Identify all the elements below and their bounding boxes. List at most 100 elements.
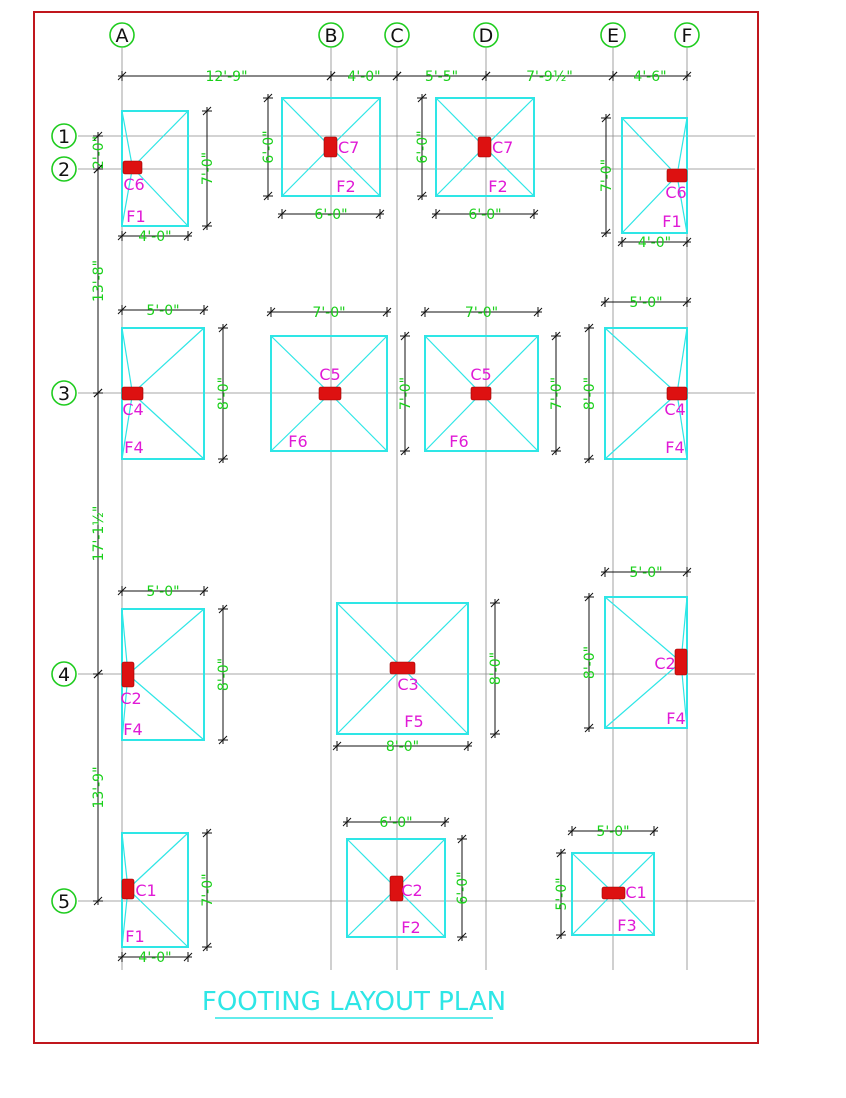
dimension-tick: [218, 454, 228, 464]
dimension-tick: [202, 106, 212, 116]
footing-outline: [121, 110, 189, 227]
column-C1: [121, 878, 135, 900]
dimension-value: 7'-0": [312, 305, 345, 321]
footing-diagonal: [676, 393, 688, 460]
dimension-value: 7'-0": [465, 305, 498, 321]
dimension-tick: [183, 952, 193, 962]
footing-length-dimension: 7'-0": [398, 331, 414, 456]
footing-width-dimension: 4'-0": [117, 950, 193, 966]
dimension-tick: [556, 848, 566, 858]
column-label: C7: [338, 138, 359, 157]
dimension-value: 4'-0": [138, 950, 171, 966]
grid-spacing-23: 13'-8": [91, 164, 107, 398]
column-label: C3: [397, 675, 418, 694]
dimension-tick: [117, 305, 127, 315]
footing-diagonal: [132, 327, 205, 394]
dimension-value: 4'-0": [638, 235, 671, 251]
footing-label: F4: [665, 438, 684, 457]
footing-diagonal: [329, 393, 388, 452]
footing-diagonal: [127, 888, 189, 948]
dimension-tick: [218, 735, 228, 745]
dimension-value: 7'-0": [398, 377, 414, 410]
footing-length-dimension: 7'-0": [200, 106, 216, 231]
footing-width-dimension: 7'-0": [266, 305, 392, 321]
footing-outline: [424, 335, 539, 452]
footing-diagonal: [132, 110, 189, 168]
footing-diagonal: [127, 674, 205, 741]
grid-bubble-A: [109, 22, 135, 48]
grid-bubble-label-5: 5: [58, 891, 70, 913]
footing-diagonal: [480, 393, 539, 452]
column-label: C1: [625, 883, 646, 902]
footing-diagonal: [127, 608, 205, 675]
dimension-tick: [202, 221, 212, 231]
footing-diagonal: [402, 602, 469, 669]
footing-diagonal: [329, 335, 388, 394]
dimension-tick: [93, 669, 103, 679]
dimension-value: 6'-0": [468, 207, 501, 223]
footing-diagonal: [330, 146, 381, 197]
footing-outline: [435, 97, 535, 197]
footing-diagonal: [121, 393, 134, 460]
dimension-value: 4'-0": [347, 69, 380, 85]
dimension-tick: [392, 71, 402, 81]
grid-bubble-5: [51, 888, 77, 914]
plan-title: FOOTING LAYOUT PLAN: [202, 987, 506, 1017]
footing-diagonal: [604, 393, 678, 460]
footing-diagonal: [121, 327, 134, 394]
column-C7: [323, 136, 338, 158]
dimension-tick: [199, 586, 209, 596]
dimension-tick: [400, 331, 410, 341]
column-label: C2: [654, 654, 675, 673]
dimension-tick: [117, 586, 127, 596]
footing-width-dimension: 6'-0": [342, 815, 450, 831]
dimension-value: 12'-9": [205, 69, 247, 85]
footing-label: F2: [401, 918, 420, 937]
footing-width-dimension: 5'-0": [600, 295, 692, 311]
footing-outline: [270, 335, 388, 452]
dimension-value: 2'-0": [91, 136, 107, 169]
footing-length-dimension: 6'-0": [455, 834, 471, 942]
footing-diagonal: [604, 661, 682, 729]
footing-diagonal: [613, 892, 655, 936]
dimension-value: 7'-9½": [526, 69, 573, 85]
dimension-value: 13'-9": [91, 766, 107, 808]
footing-length-dimension: 8'-0": [582, 323, 598, 464]
footing-label: F4: [666, 709, 685, 728]
footing-diagonal: [480, 335, 539, 394]
footing-width-dimension: 8'-0": [332, 739, 473, 755]
dimension-tick: [529, 209, 539, 219]
grid-spacing-AB: 12'-9": [117, 69, 336, 85]
dimension-tick: [490, 598, 500, 608]
grid-bubble-label-D: D: [479, 25, 494, 47]
footing-diagonal: [121, 110, 134, 168]
dimension-tick: [375, 209, 385, 219]
dimension-tick: [218, 604, 228, 614]
column-C7: [477, 136, 492, 158]
dimension-tick: [202, 942, 212, 952]
footing-diagonal: [435, 146, 485, 197]
footing-outline: [336, 602, 469, 735]
dimension-tick: [332, 741, 342, 751]
dimension-tick: [420, 307, 430, 317]
footing-width-dimension: 7'-0": [420, 305, 543, 321]
grid-bubble-C: [384, 22, 410, 48]
footing-width-dimension: 4'-0": [117, 229, 193, 245]
grid-bubble-label-F: F: [682, 25, 693, 47]
footing-label: F1: [125, 927, 144, 946]
column-label: C5: [319, 365, 340, 384]
dimension-tick: [93, 131, 103, 141]
column-C2: [389, 875, 404, 902]
footing-diagonal: [424, 335, 482, 394]
dimension-tick: [93, 164, 103, 174]
dimension-tick: [682, 567, 692, 577]
footing-diagonal: [281, 97, 331, 148]
dimension-value: 7'-0": [200, 152, 216, 185]
footing-diagonal: [121, 167, 134, 227]
grid-spacing-EF: 4'-6": [608, 69, 692, 85]
